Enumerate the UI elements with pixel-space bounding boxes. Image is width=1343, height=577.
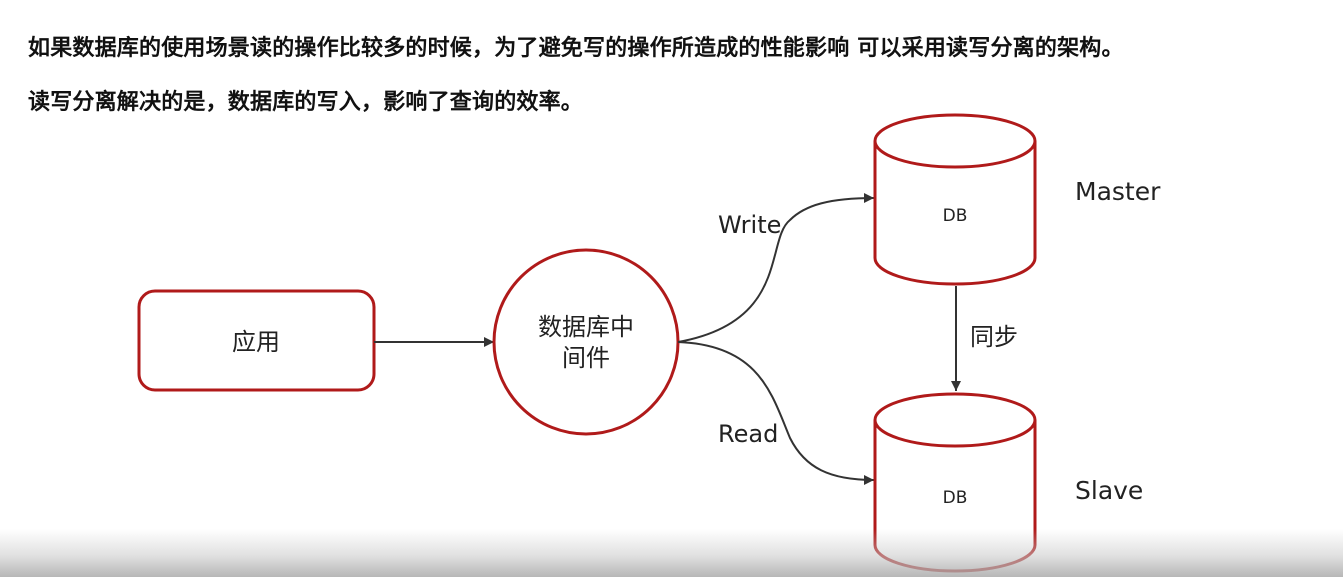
master-db-label: DB (943, 206, 968, 226)
intro-text-line-2: 读写分离解决的是，数据库的写入，影响了查询的效率。 (28, 90, 584, 115)
intro-text-line-1: 如果数据库的使用场景读的操作比较多的时候，为了避免写的操作所造成的性能影响 可以… (28, 36, 1124, 61)
write-label: Write (718, 211, 781, 239)
middleware-label-line-2: 间件 (562, 344, 610, 372)
slave-db-cylinder: DB (873, 392, 1037, 573)
read-label: Read (718, 420, 778, 448)
master-role-label: Master (1075, 177, 1161, 206)
middleware-label-line-1: 数据库中 (538, 313, 634, 341)
sync-label: 同步 (970, 323, 1018, 351)
middleware-node: 数据库中 间件 (492, 248, 680, 436)
write-edge (677, 193, 875, 343)
master-db-cylinder: DB (873, 113, 1037, 286)
app-label: 应用 (232, 328, 280, 356)
app-node: 应用 (137, 289, 376, 392)
read-edge (677, 341, 875, 485)
slave-db-label: DB (943, 488, 968, 508)
slave-role-label: Slave (1075, 476, 1143, 505)
